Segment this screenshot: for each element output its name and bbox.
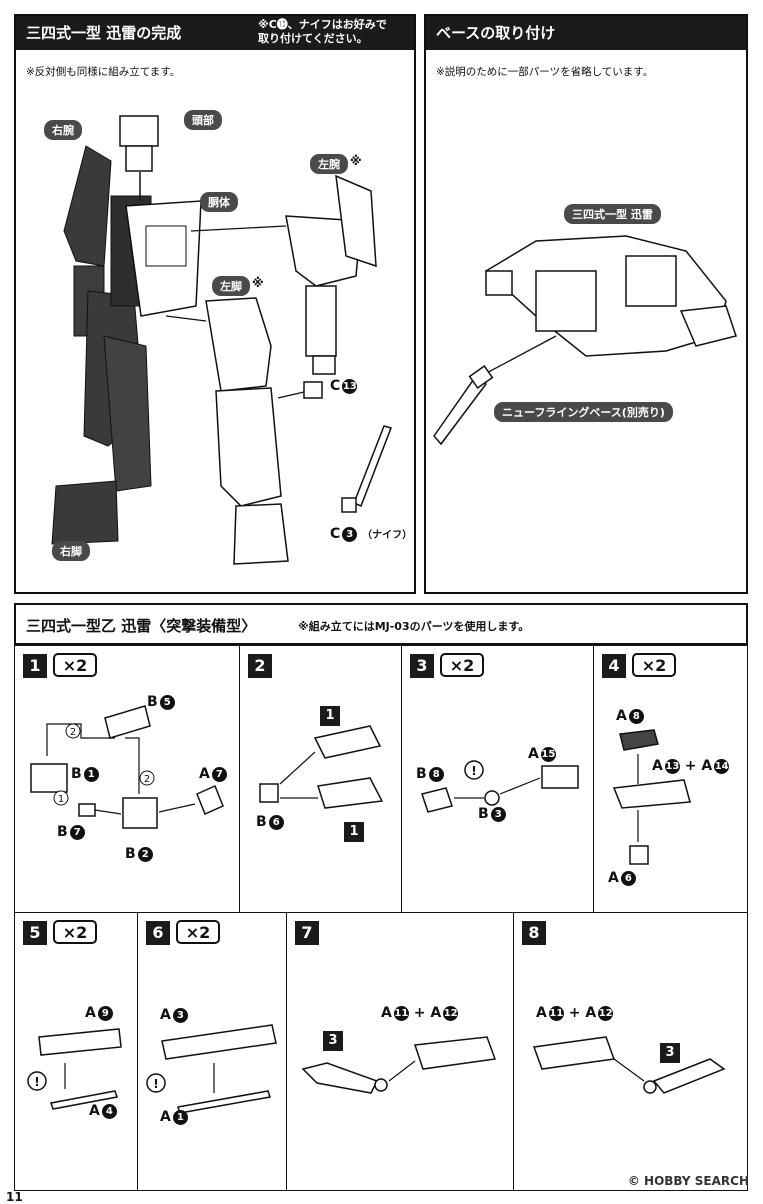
step-6-number: 6 [146,921,170,945]
step-2-illustration [259,725,384,809]
step-8-number: 8 [522,921,546,945]
robot-right-half-illustration [51,145,152,545]
completion-header-note: ※C⓭、ナイフはお好みで 取り付けてください。 [258,18,387,45]
step-5-number: 5 [23,921,47,945]
label-left-leg-mark: ※ [252,276,264,290]
step-3-number: 3 [410,654,434,678]
step-4-multiplier: ×2 [632,653,676,677]
label-right-arm: 右腕 [44,120,82,140]
assault-note: ※組み立てにはMJ-03のパーツを使用します。 [298,620,530,633]
step-2-sub-1-top: 1 [320,706,340,726]
label-torso: 胴体 [200,192,238,212]
assault-header: 三四式一型乙 迅雷〈突撃装備型〉 ※組み立てにはMJ-03のパーツを使用します。 [16,605,746,645]
svg-text:1: 1 [58,794,64,805]
label-left-arm-mark: ※ [350,154,362,168]
step-2-number: 2 [248,654,272,678]
step-7-illustration [301,1036,497,1094]
svg-text:!: ! [34,1075,39,1089]
completion-panel: 三四式一型 迅雷の完成 ※C⓭、ナイフはお好みで 取り付けてください。 ※反対側… [14,14,416,594]
label-right-leg: 右脚 [52,541,90,561]
label-head: 頭部 [184,110,222,130]
step-6-multiplier: ×2 [176,920,220,944]
svg-text:!: ! [471,764,476,778]
label-left-arm: 左腕 [310,154,348,174]
svg-text:!: ! [153,1077,158,1091]
step-3-illustration: ! [421,760,579,813]
watermark: © HOBBY SEARCH [627,1174,749,1188]
base-attach-title: ベースの取り付け [426,16,746,50]
step-5-multiplier: ×2 [53,920,97,944]
label-unit: 三四式一型 迅雷 [564,204,661,224]
step-7-number: 7 [295,921,319,945]
robot-on-base-illustration [433,235,737,446]
step-1-multiplier: ×2 [53,653,97,677]
step-5-illustration: ! [27,1028,122,1110]
label-flying-base: ニューフライングベース(別売り) [494,402,673,422]
base-attach-panel: ベースの取り付け ※説明のために一部パーツを省略しています。 三四式一型 迅雷 … [424,14,748,594]
step-2-sub-1-bottom: 1 [344,822,364,842]
svg-text:2: 2 [70,727,76,738]
page-number: 11 [6,1190,23,1204]
step-8-illustration [532,1036,726,1094]
base-attach-note: ※説明のために一部パーツを省略しています。 [436,66,654,78]
step-7-sub-3: 3 [323,1031,343,1051]
step-1-number: 1 [23,654,47,678]
assault-title: 三四式一型乙 迅雷〈突撃装備型〉 [26,617,257,635]
completion-title: 三四式一型 迅雷の完成 [16,16,414,50]
step-3-multiplier: ×2 [440,653,484,677]
completion-note: ※反対側も同様に組み立てます。 [26,66,181,78]
robot-left-half-illustration [119,115,392,565]
label-left-leg: 左脚 [212,276,250,296]
step-8-sub-3: 3 [660,1043,680,1063]
step-6-illustration: ! [146,1024,277,1114]
step-4-illustration [612,729,691,865]
step-4-number: 4 [602,654,626,678]
step-1-illustration: 2 2 1 [30,705,224,829]
svg-text:2: 2 [144,774,150,785]
